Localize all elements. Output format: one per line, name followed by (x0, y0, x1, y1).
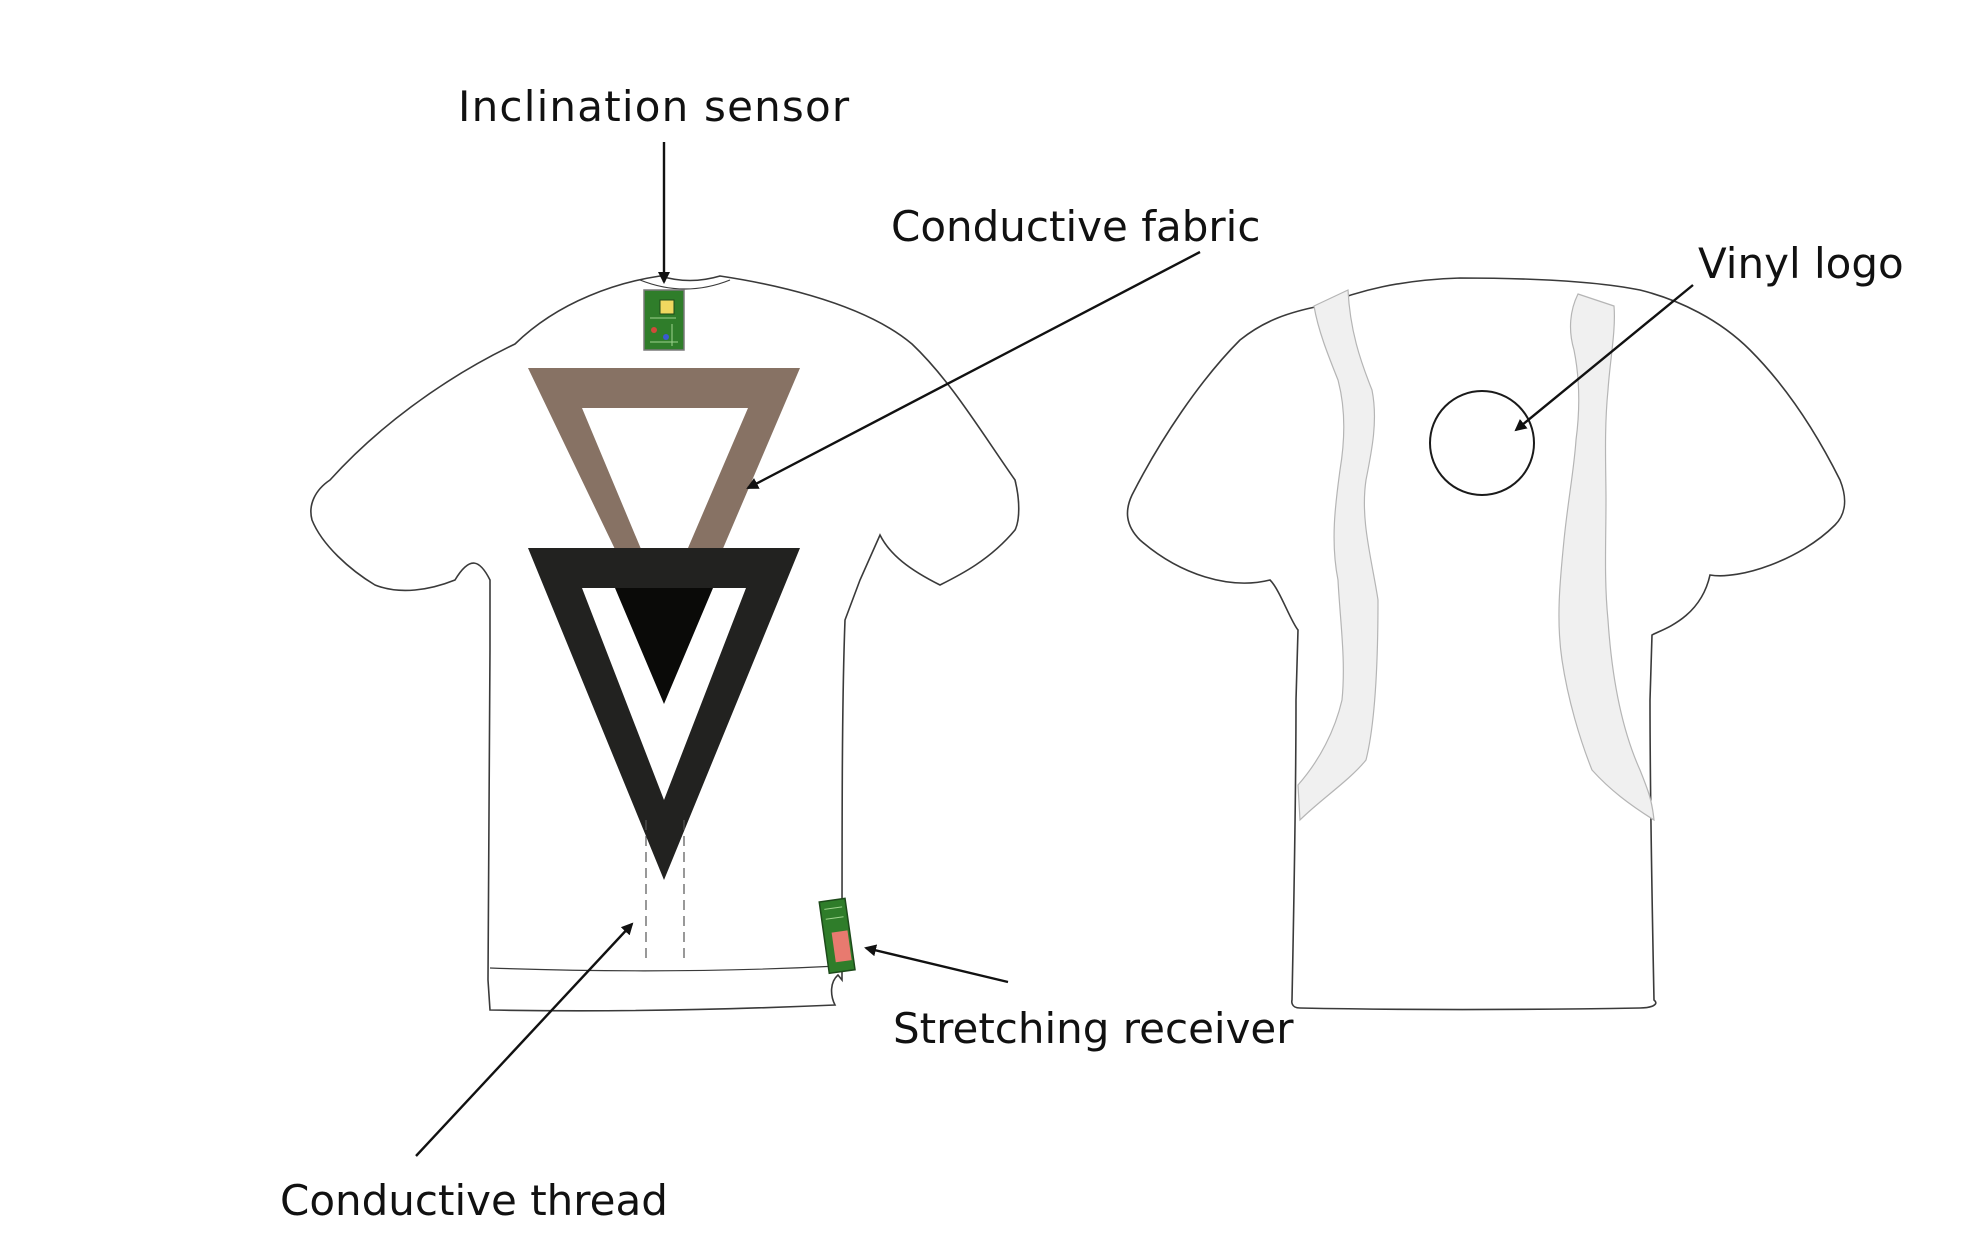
label-inclination-sensor: Inclination sensor (458, 82, 851, 131)
arrow-stretching-receiver (864, 944, 1009, 984)
label-vinyl-logo: Vinyl logo (1698, 239, 1904, 288)
front-hem-line (489, 965, 839, 972)
back-right-side-panel (1558, 293, 1655, 822)
vinyl-logo-circle (1429, 390, 1535, 496)
front-collar-line (639, 279, 731, 290)
arrow-conductive-thread (415, 922, 634, 1157)
label-conductive-thread: Conductive thread (280, 1176, 668, 1225)
overlap-inner-dark (615, 588, 713, 704)
arrow-conductive-fabric (746, 250, 1201, 490)
inclination-sensor-pcb-icon (643, 289, 685, 351)
label-conductive-fabric: Conductive fabric (891, 202, 1261, 251)
black-sensor-triangle (528, 548, 800, 880)
back-shirt (1126, 277, 1846, 1011)
front-shirt (310, 275, 1020, 1012)
back-left-side-panel (1297, 289, 1379, 822)
label-stretching-receiver: Stretching receiver (893, 1004, 1294, 1053)
back-shirt-outline (1126, 277, 1846, 1011)
arrow-vinyl-logo (1514, 284, 1694, 432)
stretching-receiver-pcb-icon (818, 897, 856, 975)
conductive-fabric-triangle (528, 368, 800, 668)
